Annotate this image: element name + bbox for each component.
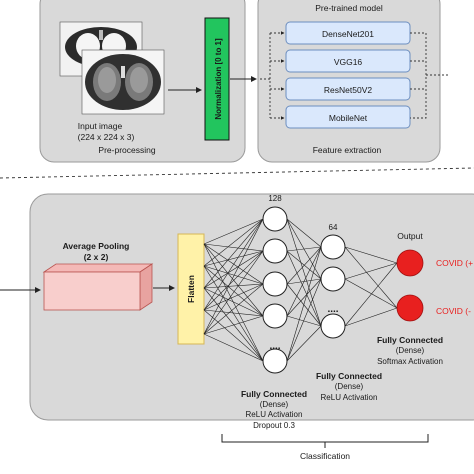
layer2-caption-line: Fully Connected: [316, 371, 382, 381]
flatten-label: Flatten: [186, 275, 196, 303]
network-edge: [344, 246, 398, 264]
network-edge: [286, 315, 322, 327]
layer2-count: 64: [329, 223, 338, 232]
network-edge: [203, 309, 264, 317]
network-edge: [286, 218, 322, 327]
network-edge: [203, 218, 264, 245]
output-node-covid-negative: [396, 294, 424, 322]
network-edge: [203, 283, 264, 335]
classification-bracket: [221, 434, 429, 448]
output-layer-label: Output: [397, 231, 423, 241]
network-edge: [203, 333, 264, 362]
layer1-node: [262, 206, 288, 232]
output-label-covid-positive: COVID (+: [436, 258, 473, 268]
network-edge: [344, 262, 398, 280]
preprocessing-section-label: Pre-processing: [98, 145, 155, 155]
model-label-resnet50v2: ResNet50V2: [324, 85, 372, 95]
network-edge: [286, 325, 322, 362]
normalization-label: Normalization [0 to 1]: [214, 38, 223, 120]
network-edge: [203, 218, 264, 267]
output-caption-line: (Dense): [396, 346, 425, 355]
layer1-node: [262, 238, 288, 264]
network-edge: [344, 262, 398, 327]
average-pooling-block: [42, 263, 154, 311]
ct-scan-image-front: [81, 49, 165, 115]
network-edge: [286, 246, 322, 317]
network-edge: [286, 218, 322, 248]
input-image-label: Input image: [78, 121, 123, 131]
network-edge: [286, 278, 322, 317]
network-edge: [203, 315, 264, 335]
network-edge: [203, 250, 264, 335]
network-connections: [203, 218, 398, 362]
network-edge: [203, 283, 264, 311]
network-edge: [203, 287, 264, 317]
layer1-ellipsis: ....: [269, 341, 280, 352]
network-edge: [286, 278, 322, 362]
layer1-caption: Fully Connected (Dense) ReLU Activation …: [241, 389, 307, 430]
network-edge: [203, 250, 264, 267]
output-caption: Fully Connected (Dense) Softmax Activati…: [377, 335, 443, 366]
network-edge: [286, 250, 322, 280]
network-edge: [203, 218, 264, 335]
layer1-caption-line: (Dense): [260, 400, 289, 409]
layer2-node: [320, 266, 346, 292]
layer2-node: [320, 234, 346, 260]
network-edge: [203, 309, 264, 362]
feature-extraction-section-label: Feature extraction: [313, 145, 382, 155]
network-edge: [203, 283, 264, 289]
layer1-node: [262, 348, 288, 374]
network-edge: [344, 307, 398, 327]
normalization-box: [204, 17, 230, 141]
model-label-densenet201: DenseNet201: [322, 29, 374, 39]
output-node-covid-positive: [396, 249, 424, 277]
input-size-label: (224 x 224 x 3): [78, 132, 135, 142]
network-edge: [203, 243, 264, 317]
model-label-vgg16: VGG16: [334, 57, 363, 67]
flatten-box: [177, 233, 205, 345]
network-edge: [203, 250, 264, 311]
models-output-bracket: [410, 32, 427, 119]
network-edge: [203, 265, 264, 317]
layer1-caption-line: ReLU Activation: [246, 410, 303, 419]
network-edge: [286, 250, 322, 327]
output-label-covid-negative: COVID (-: [436, 306, 471, 316]
layer1-caption-line: Fully Connected: [241, 389, 307, 399]
network-edge: [203, 218, 264, 289]
network-edge: [286, 246, 322, 362]
model-box-mobilenet: [285, 105, 411, 129]
layer1-caption-line: Dropout 0.3: [253, 421, 295, 430]
classification-section-label: Classification: [300, 451, 350, 461]
pooling-size-label: (2 x 2): [84, 252, 109, 262]
layer2-node: [320, 313, 346, 339]
network-edge: [203, 243, 264, 252]
flow-separator-line: [0, 167, 474, 179]
layer2-ellipsis: ....: [327, 304, 338, 315]
average-pooling-label: Average Pooling: [63, 241, 130, 251]
network-edge: [344, 278, 398, 309]
model-label-mobilenet: MobileNet: [329, 113, 368, 123]
network-edge: [203, 265, 264, 285]
layer1-node: [262, 271, 288, 297]
network-edge: [286, 246, 322, 285]
output-caption-line: Fully Connected: [377, 335, 443, 345]
layer1-count: 128: [268, 194, 282, 203]
layer2-caption: Fully Connected (Dense) ReLU Activation: [316, 371, 382, 402]
layer2-caption-line: ReLU Activation: [321, 393, 378, 402]
network-edge: [286, 246, 322, 252]
network-edge: [344, 246, 398, 309]
layer1-node: [262, 303, 288, 329]
network-edge: [203, 218, 264, 311]
output-caption-line: Softmax Activation: [377, 357, 443, 366]
network-edge: [203, 250, 264, 289]
pretrained-model-header: Pre-trained model: [315, 3, 383, 13]
layer2-caption-line: (Dense): [335, 382, 364, 391]
